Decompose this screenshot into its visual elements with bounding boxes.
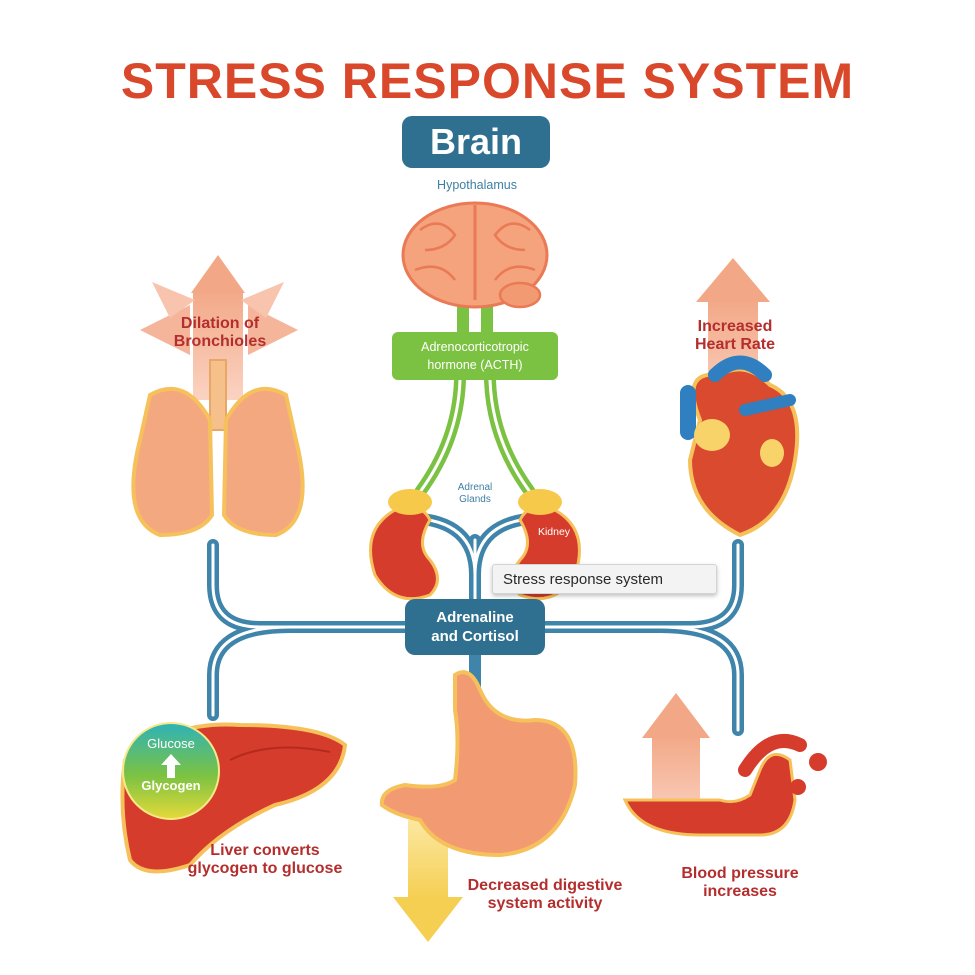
glucose-glycogen-badge: Glucose Glycogen <box>122 722 220 820</box>
glycogen-text: Glycogen <box>141 778 201 793</box>
blood-vessel-illustration <box>622 734 827 837</box>
acth-pipes <box>414 299 536 498</box>
lungs-illustration <box>131 359 305 538</box>
acth-line2: hormone (ACTH) <box>427 358 523 372</box>
adrenal-glands-label: Adrenal Glands <box>435 482 515 506</box>
stomach-label-line2: system activity <box>487 895 603 912</box>
liver-label: Liver converts glycogen to glucose <box>165 842 365 878</box>
up-arrow-icon <box>161 754 181 778</box>
heart-label: Increased Heart Rate <box>665 318 805 354</box>
stomach-label-line1: Decreased digestive <box>467 877 623 894</box>
liver-label-line1: Liver converts <box>210 842 320 859</box>
brain-label: Brain <box>402 116 550 168</box>
stomach-illustration <box>379 670 578 942</box>
adrenal-line2: Glands <box>459 494 491 505</box>
lungs-dilation-arrows <box>140 255 298 400</box>
brain-illustration <box>401 201 549 309</box>
heart-label-line2: Heart Rate <box>694 336 776 353</box>
acth-box: Adrenocorticotropic hormone (ACTH) <box>392 332 558 380</box>
kidney-left-illustration <box>369 489 439 601</box>
adrenaline-cortisol-box: Adrenaline and Cortisol <box>405 599 545 655</box>
stomach-label: Decreased digestive system activity <box>440 877 650 913</box>
adrenal-line1: Adrenal <box>457 482 493 493</box>
blood-pressure-label: Blood pressure increases <box>655 865 825 901</box>
liver-label-line2: glycogen to glucose <box>187 860 343 877</box>
ac-line1: Adrenaline <box>436 609 514 626</box>
glucose-text: Glucose <box>147 736 195 751</box>
kidney-label: Kidney <box>537 526 571 538</box>
lungs-label-line2: Bronchioles <box>173 333 267 350</box>
ac-line2: and Cortisol <box>431 628 519 645</box>
heart-illustration <box>680 355 800 538</box>
blood-label-line2: increases <box>703 883 777 900</box>
hypothalamus-label: Hypothalamus <box>437 178 517 192</box>
lungs-label: Dilation of Bronchioles <box>140 315 300 351</box>
tooltip: Stress response system <box>492 564 717 594</box>
heart-label-line1: Increased <box>697 318 773 335</box>
diagram-title: STRESS RESPONSE SYSTEM <box>120 53 855 109</box>
blood-label-line1: Blood pressure <box>681 865 799 882</box>
lungs-label-line1: Dilation of <box>180 315 260 332</box>
acth-line1: Adrenocorticotropic <box>421 340 529 354</box>
